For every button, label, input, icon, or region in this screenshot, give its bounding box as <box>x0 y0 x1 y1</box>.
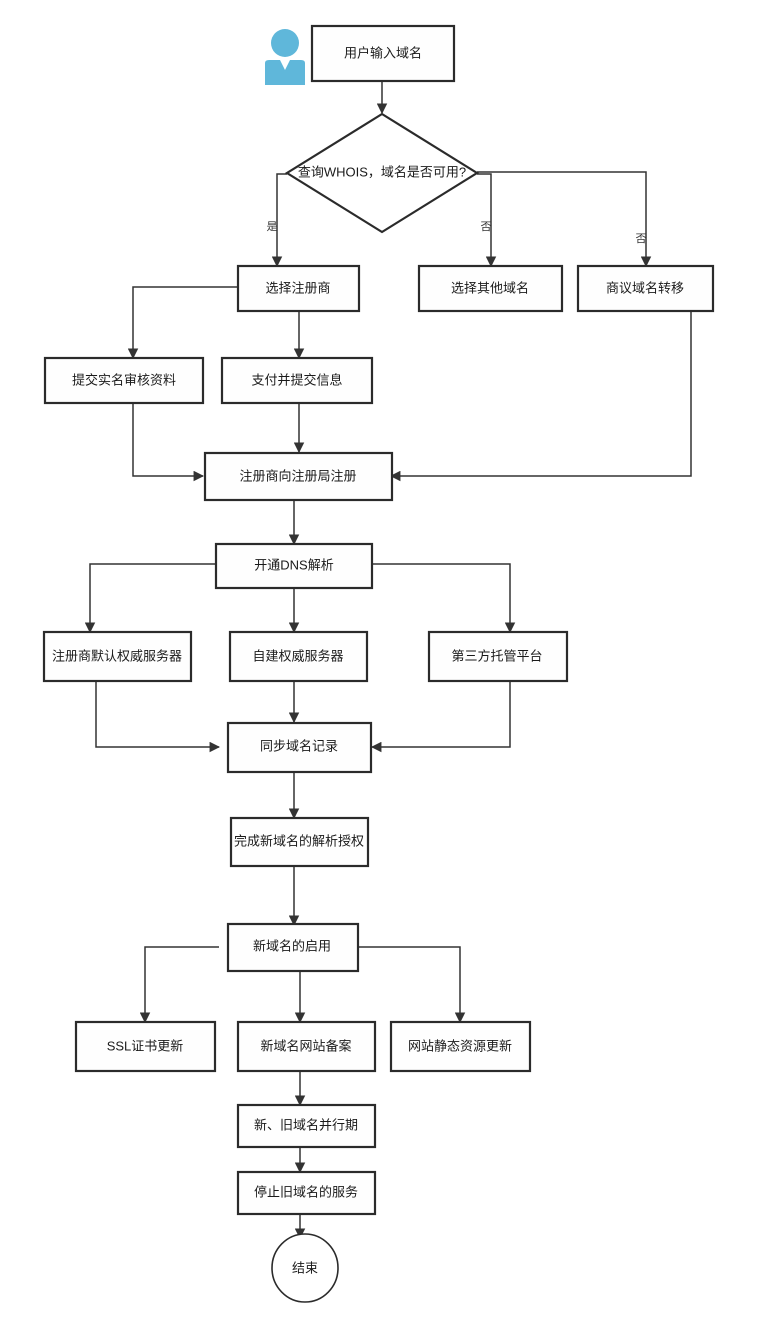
node-submit-realname[interactable]: 提交实名审核资料 <box>43 356 205 405</box>
node-submit-realname-shape[interactable] <box>43 356 205 405</box>
node-stop-old-domain[interactable]: 停止旧域名的服务 <box>236 1170 377 1216</box>
edge-whois-yes <box>271 173 287 268</box>
edge-whois-no-other <box>477 173 497 268</box>
node-stop-old-domain-shape[interactable] <box>236 1170 377 1216</box>
node-whois-check-shape[interactable] <box>284 112 480 234</box>
node-icp-filing-shape[interactable] <box>236 1020 377 1073</box>
node-start-input[interactable]: 用户输入域名 <box>310 24 456 83</box>
node-registrar-to-registry[interactable]: 注册商向注册局注册 <box>203 451 394 502</box>
node-pay-and-submit-shape[interactable] <box>220 356 374 405</box>
node-static-assets-update-shape[interactable] <box>389 1020 532 1073</box>
node-end-shape[interactable] <box>271 1233 339 1303</box>
edge-realname-to-registry <box>132 403 205 482</box>
node-finish-delegation-shape[interactable] <box>229 816 370 868</box>
edge-enable-to-ssl <box>139 946 219 1024</box>
edge-enable-to-static <box>358 946 466 1024</box>
node-icp-filing[interactable]: 新域名网站备案 <box>236 1020 377 1073</box>
node-start-input-shape[interactable] <box>310 24 456 83</box>
node-choose-other-domain[interactable]: 选择其他域名 <box>417 264 564 313</box>
edge-dns-to-third-party <box>372 563 516 634</box>
node-negotiate-transfer[interactable]: 商议域名转移 <box>576 264 715 313</box>
edge-label-no-transfer: 否 <box>636 233 647 245</box>
node-third-party-hosting[interactable]: 第三方托管平台 <box>427 630 569 683</box>
node-end[interactable]: 结束 <box>271 1233 339 1303</box>
node-self-hosted-ns-shape[interactable] <box>228 630 369 683</box>
node-sync-records-shape[interactable] <box>226 721 373 774</box>
edge-registrar-to-realname <box>127 286 238 360</box>
node-negotiate-transfer-shape[interactable] <box>576 264 715 313</box>
node-registrar-default-ns[interactable]: 注册商默认权威服务器 <box>42 630 193 683</box>
node-sync-records[interactable]: 同步域名记录 <box>226 721 373 774</box>
edge-default-ns-to-sync <box>95 681 221 753</box>
node-pay-and-submit[interactable]: 支付并提交信息 <box>220 356 374 405</box>
node-third-party-hosting-shape[interactable] <box>427 630 569 683</box>
node-whois-check[interactable]: 查询WHOIS，域名是否可用? <box>284 112 480 234</box>
node-finish-delegation[interactable]: 完成新域名的解析授权 <box>229 816 370 868</box>
node-registrar-to-registry-shape[interactable] <box>203 451 394 502</box>
node-enable-new-domain[interactable]: 新域名的启用 <box>226 922 360 973</box>
edge-whois-no-transfer <box>477 171 652 268</box>
node-enable-dns-shape[interactable] <box>214 542 374 590</box>
edge-dns-to-default-ns <box>84 563 216 634</box>
edge-label-no-other: 否 <box>481 221 492 233</box>
node-choose-registrar-shape[interactable] <box>236 264 361 313</box>
node-choose-other-domain-shape[interactable] <box>417 264 564 313</box>
edge-third-party-to-sync <box>370 681 511 753</box>
node-parallel-period-shape[interactable] <box>236 1103 377 1149</box>
user-actor-icon <box>265 29 305 85</box>
edge-transfer-to-registry <box>389 311 692 482</box>
node-enable-dns[interactable]: 开通DNS解析 <box>214 542 374 590</box>
node-self-hosted-ns[interactable]: 自建权威服务器 <box>228 630 369 683</box>
edge-label-yes: 是 <box>267 220 278 233</box>
node-enable-new-domain-shape[interactable] <box>226 922 360 973</box>
node-ssl-update[interactable]: SSL证书更新 <box>74 1020 217 1073</box>
node-choose-registrar[interactable]: 选择注册商 <box>236 264 361 313</box>
node-registrar-default-ns-shape[interactable] <box>42 630 193 683</box>
node-ssl-update-shape[interactable] <box>74 1020 217 1073</box>
node-parallel-period[interactable]: 新、旧域名并行期 <box>236 1103 377 1149</box>
node-static-assets-update[interactable]: 网站静态资源更新 <box>389 1020 532 1073</box>
